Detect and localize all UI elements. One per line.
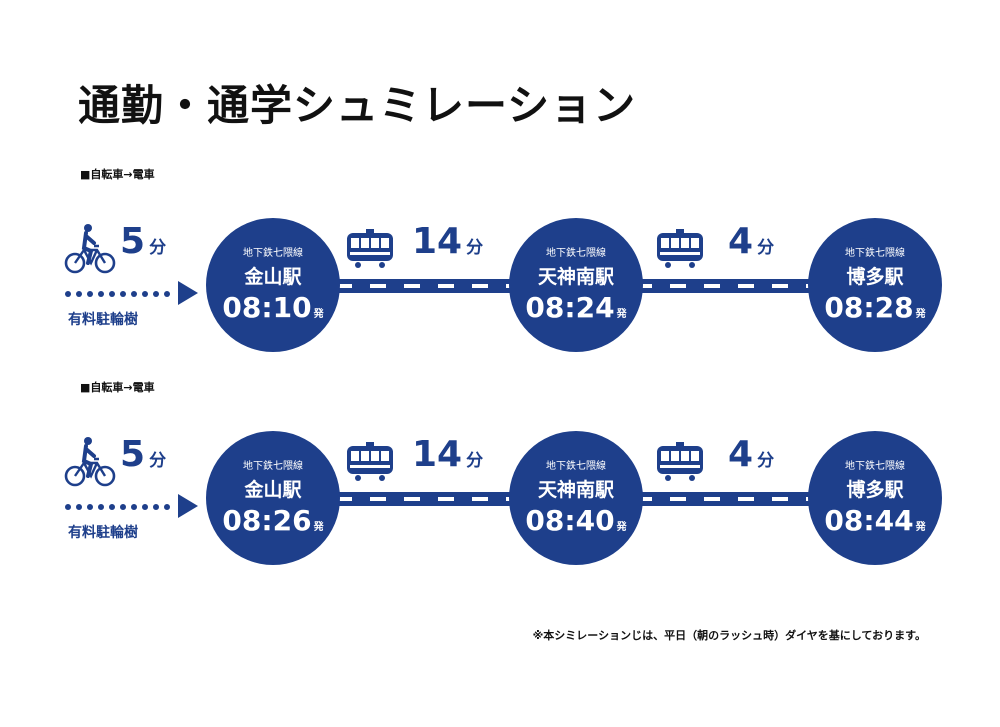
- walking-dots: [65, 291, 170, 297]
- arrow-right-icon: [178, 281, 198, 305]
- walking-dots: [65, 504, 170, 510]
- bicycle-rider-icon: [64, 224, 116, 274]
- station-line: 地下鉄七隈線: [845, 248, 905, 259]
- parking-note: 有料駐輪樹: [68, 525, 138, 541]
- station-line: 地下鉄七隈線: [546, 461, 606, 472]
- footnote: ※本シミレーションじは、平日（朝のラッシュ時）ダイヤを基にしております。: [532, 629, 926, 642]
- station-name: 天神南駅: [537, 479, 614, 501]
- station-name: 博多駅: [846, 266, 904, 288]
- train-icon: [657, 442, 703, 481]
- station-name: 天神南駅: [537, 266, 614, 288]
- station-name: 金山駅: [244, 266, 302, 288]
- station-name: 博多駅: [846, 479, 904, 501]
- train-icon: [657, 229, 703, 268]
- train-icon: [347, 442, 393, 481]
- rail-track: [630, 279, 830, 293]
- arrow-right-icon: [178, 494, 198, 518]
- rail-track: [330, 279, 530, 293]
- station-line: 地下鉄七隈線: [243, 461, 303, 472]
- parking-note: 有料駐輪樹: [68, 312, 138, 328]
- route-1-label: ■自転車→電車: [80, 168, 155, 181]
- bicycle-rider-icon: [64, 437, 116, 487]
- page-title: 通勤・通学シュミレーション: [78, 81, 637, 130]
- station-name: 金山駅: [244, 479, 302, 501]
- rail-track: [630, 492, 830, 506]
- station-line: 地下鉄七隈線: [845, 461, 905, 472]
- station-line: 地下鉄七隈線: [243, 248, 303, 259]
- station-line: 地下鉄七隈線: [546, 248, 606, 259]
- train-icon: [347, 229, 393, 268]
- rail-track: [330, 492, 530, 506]
- route-2-label: ■自転車→電車: [80, 381, 155, 394]
